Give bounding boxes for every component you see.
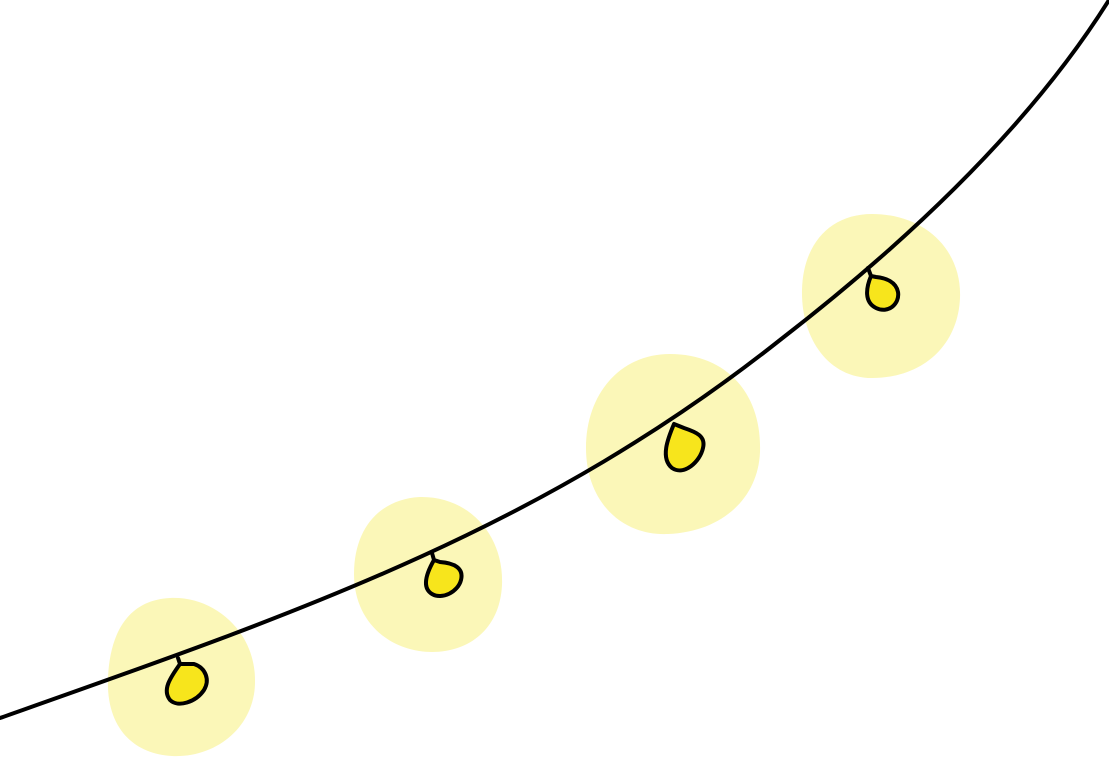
wire-icon: [0, 0, 1109, 720]
light-bulb-icon: [424, 551, 464, 599]
light-bulb-icon: [663, 422, 706, 473]
glow-group: [107, 214, 961, 757]
bulb-group: [164, 266, 901, 706]
light-bulb-icon: [865, 266, 901, 312]
light-bulb-icon: [164, 656, 209, 706]
